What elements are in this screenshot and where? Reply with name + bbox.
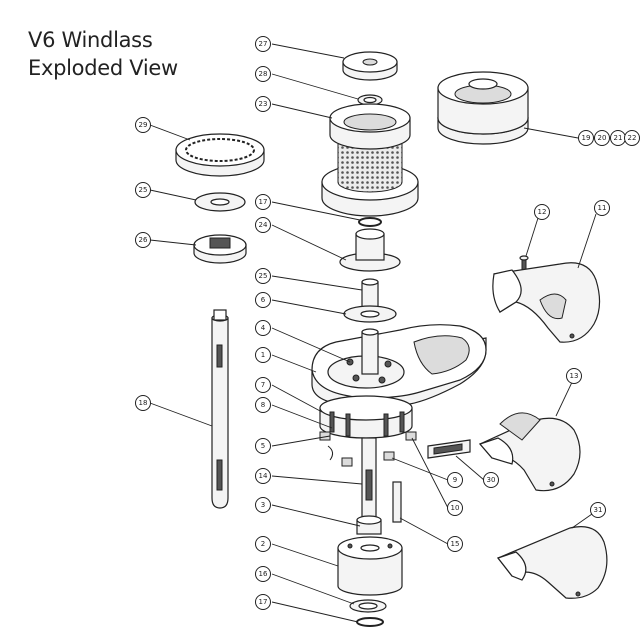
- svg-text:16: 16: [259, 570, 268, 578]
- svg-text:7: 7: [261, 381, 265, 389]
- part-30-label-plate: [427, 439, 471, 459]
- svg-text:20: 20: [598, 134, 607, 142]
- part-24-drive-hub: [339, 228, 401, 272]
- callout-25-left: 25: [135, 182, 151, 198]
- callout-31: 31: [590, 502, 606, 518]
- callout-16: 16: [255, 566, 271, 582]
- part-15-key: [392, 481, 402, 523]
- callout-6: 6: [255, 292, 271, 308]
- title-line-1: V6 Windlass: [28, 28, 153, 52]
- part-12-screw: [519, 255, 529, 271]
- part-17-circlip-upper: [358, 217, 382, 227]
- svg-text:3: 3: [261, 501, 265, 509]
- svg-text:13: 13: [570, 372, 579, 380]
- part-27-top-cap: [342, 51, 398, 81]
- callout-10: 10: [447, 500, 463, 516]
- part-23-gypsy-drum: [321, 103, 419, 217]
- svg-text:21: 21: [614, 134, 623, 142]
- callout-20: 20: [594, 130, 610, 146]
- callout-11: 11: [594, 200, 610, 216]
- svg-text:28: 28: [259, 70, 268, 78]
- svg-text:18: 18: [139, 399, 148, 407]
- svg-text:9: 9: [453, 476, 457, 484]
- callout-30: 30: [483, 472, 499, 488]
- part-25-washer-left: [194, 192, 246, 212]
- callout-26: 26: [135, 232, 151, 248]
- callout-18: 18: [135, 395, 151, 411]
- svg-text:30: 30: [487, 476, 496, 484]
- callout-13: 13: [566, 368, 582, 384]
- svg-text:6: 6: [261, 296, 266, 304]
- svg-text:29: 29: [139, 121, 148, 129]
- callout-29: 29: [135, 117, 151, 133]
- part-3-coupling: [356, 515, 382, 535]
- callout-22: 22: [624, 130, 640, 146]
- svg-text:31: 31: [594, 506, 603, 514]
- callout-7: 7: [255, 377, 271, 393]
- svg-text:25: 25: [259, 272, 268, 280]
- callout-12: 12: [534, 204, 550, 220]
- part-29-cover-disc: [175, 133, 265, 177]
- svg-text:26: 26: [139, 236, 148, 244]
- svg-text:17: 17: [259, 198, 268, 206]
- svg-text:24: 24: [259, 221, 268, 229]
- callout-4: 4: [255, 320, 271, 336]
- svg-text:27: 27: [259, 40, 268, 48]
- callout-9: 9: [447, 472, 463, 488]
- callout-28: 28: [255, 66, 271, 82]
- leader-lines: [149, 43, 597, 623]
- callout-8: 8: [255, 397, 271, 413]
- part-16-washer-lower: [349, 599, 387, 613]
- part-28-washer: [357, 94, 383, 106]
- svg-text:17: 17: [259, 598, 268, 606]
- callout-21: 21: [610, 130, 626, 146]
- svg-text:10: 10: [451, 504, 460, 512]
- svg-text:11: 11: [598, 204, 607, 212]
- svg-text:15: 15: [451, 540, 460, 548]
- callout-27: 27: [255, 36, 271, 52]
- svg-text:1: 1: [261, 351, 265, 359]
- svg-text:22: 22: [628, 134, 637, 142]
- svg-text:4: 4: [261, 324, 266, 332]
- callout-24: 24: [255, 217, 271, 233]
- svg-text:25: 25: [139, 186, 148, 194]
- svg-text:5: 5: [261, 442, 265, 450]
- callout-25-shaft: 25: [255, 268, 271, 284]
- svg-text:19: 19: [582, 134, 591, 142]
- callout-14: 14: [255, 468, 271, 484]
- part-17-circlip-lower: [356, 617, 384, 627]
- svg-text:14: 14: [259, 472, 268, 480]
- part-26-clutch: [193, 234, 247, 264]
- callout-2: 2: [255, 536, 271, 552]
- part-11-cover: [492, 262, 601, 343]
- part-18-handle-shaft: [211, 309, 229, 509]
- svg-text:12: 12: [538, 208, 547, 216]
- callout-3: 3: [255, 497, 271, 513]
- callout-23: 23: [255, 96, 271, 112]
- part-31-lower-cover: [497, 526, 608, 599]
- part-7-8-gear-ring: [319, 395, 413, 439]
- part-2-motor: [337, 536, 403, 596]
- callout-17-upper: 17: [255, 194, 271, 210]
- svg-text:23: 23: [259, 100, 268, 108]
- callout-15: 15: [447, 536, 463, 552]
- callout-5: 5: [255, 438, 271, 454]
- svg-text:8: 8: [261, 401, 265, 409]
- callout-17-lower: 17: [255, 594, 271, 610]
- callout-1: 1: [255, 347, 271, 363]
- callout-19: 19: [578, 130, 594, 146]
- part-1-deck-housing: [311, 324, 487, 405]
- svg-text:2: 2: [261, 540, 265, 548]
- part-6-washer: [343, 305, 397, 323]
- part-14-drive-shaft: [361, 437, 377, 519]
- part-13-cover: [478, 412, 581, 492]
- part-19-22-chain-wheel: [437, 71, 529, 145]
- title-line-2: Exploded View: [28, 56, 178, 80]
